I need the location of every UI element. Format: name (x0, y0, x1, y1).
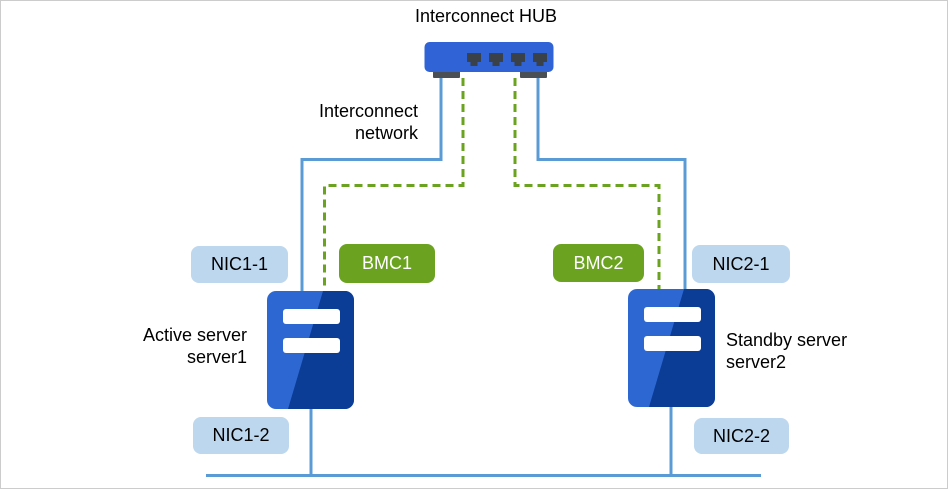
server1-caption: Active server server1 (87, 324, 247, 368)
hub-port-icon (533, 53, 547, 66)
diagram-title: Interconnect HUB (414, 6, 558, 26)
nic2-2-tag-label: NIC2-2 (712, 425, 770, 446)
server1-name: server1 (186, 347, 247, 367)
bmc1-tag: BMC1 (339, 244, 435, 283)
hub-port-icon (489, 53, 503, 66)
bmc1-tag-label: BMC1 (361, 253, 412, 273)
server2-name: server2 (726, 352, 787, 372)
nic2-2-tag: NIC2-2 (694, 418, 789, 454)
nic2-1-tag-label: NIC2-1 (712, 253, 770, 274)
server2-icon (628, 289, 715, 407)
bmc1-link-line (323, 78, 465, 290)
nic1-2-tag-label: NIC1-2 (212, 425, 270, 445)
bmc2-tag-label: BMC2 (573, 252, 624, 273)
server1-bay-slot (283, 338, 340, 353)
hub-icon (424, 42, 554, 78)
interconnect-network-label: Interconnect network (318, 101, 418, 143)
bmc2-tag: BMC2 (553, 244, 644, 282)
server2-role: Standby server (726, 330, 848, 350)
hub-port-icon (511, 53, 525, 66)
hub-port-icon (467, 53, 481, 66)
server2-bay-slot (644, 307, 701, 322)
server1-role: Active server (142, 325, 247, 345)
hub-foot-left (433, 71, 460, 78)
nic1-2-tag: NIC1-2 (193, 417, 289, 454)
server2-caption: Standby server server2 (726, 329, 901, 373)
server1-bay-slot (283, 309, 340, 324)
nic2-1-link-line (536, 78, 687, 290)
nic1-1-tag-label: NIC1-1 (210, 254, 268, 274)
bmc2-link-line (513, 78, 661, 290)
server2-bay-slot (644, 336, 701, 351)
nic1-1-link-line (300, 78, 443, 291)
nic1-1-tag: NIC1-1 (191, 246, 288, 283)
hub-foot-right (520, 71, 547, 78)
nic2-1-tag: NIC2-1 (692, 245, 790, 283)
server1-icon (267, 291, 354, 409)
